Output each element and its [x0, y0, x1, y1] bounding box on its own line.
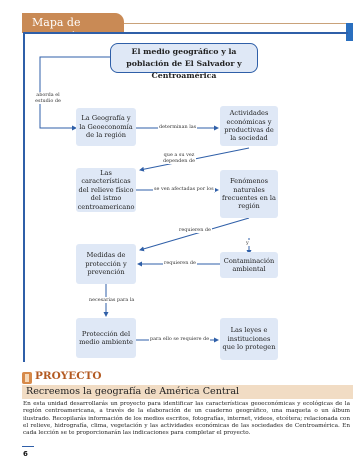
- link-label-determinan: determinan las: [158, 124, 198, 130]
- project-description: En esta unidad desarrollarás un proyecto…: [23, 401, 350, 437]
- project-heading: PROYECTO: [35, 370, 102, 382]
- concept-map-frame: [23, 32, 348, 362]
- edge-marker: [346, 23, 353, 41]
- node-fenomenos: Fenómenos naturales frecuentes en la reg…: [220, 170, 278, 218]
- project-subtitle-band: Recreemos la geografía de América Centra…: [22, 385, 353, 399]
- project-bookmark-icon: [22, 372, 32, 384]
- node-medidas: Medidas de protección y prevención: [76, 244, 136, 284]
- page-number: 6: [23, 450, 28, 458]
- header-rule: [22, 23, 353, 24]
- node-proteccion: Protección del medio ambiente: [76, 318, 136, 358]
- link-label-y: y: [245, 240, 250, 246]
- project-subtitle: Recreemos la geografía de América Centra…: [26, 386, 240, 397]
- link-label-requieren: requieren de: [178, 227, 212, 233]
- link-label-afectadas: se ven afectadas por los: [153, 186, 215, 192]
- link-label-necesarias: necesarias para la: [88, 297, 136, 303]
- node-leyes: Las leyes e instituciones que lo protege…: [220, 318, 278, 360]
- page-number-rule: [22, 446, 34, 447]
- link-label-requieren-2: requieren de: [163, 260, 197, 266]
- node-contaminacion: Contaminación ambiental: [220, 252, 278, 278]
- concept-map-title: El medio geográfico y la población de El…: [110, 43, 258, 80]
- node-actividades: Actividades económicas y productivas de …: [220, 106, 278, 146]
- node-caracteristicas: Las características del relieve físico d…: [76, 168, 136, 212]
- node-geografia: La Geografía y la Geoeconomía de la regi…: [76, 108, 136, 146]
- link-label-para-ello: para ello se requiere de: [149, 336, 211, 342]
- link-label-aborda: aborda el estudio de: [32, 92, 64, 104]
- link-label-que-a-su-vez: que a su vez dependen de: [162, 152, 196, 164]
